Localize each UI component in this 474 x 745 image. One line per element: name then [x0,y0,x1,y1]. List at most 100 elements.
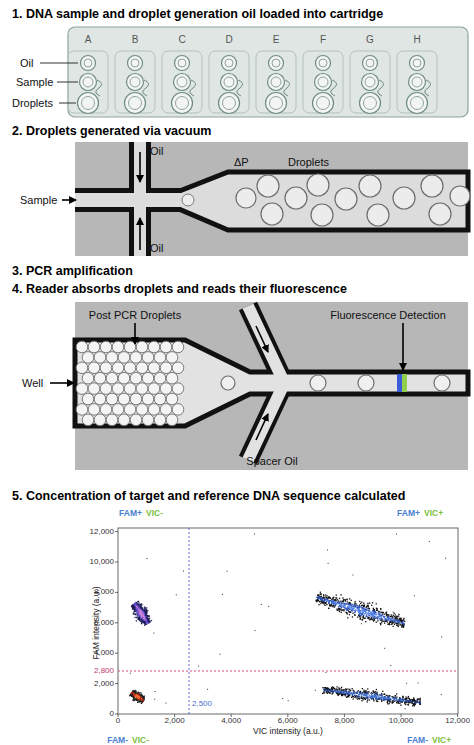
well-inner [318,77,328,87]
droplet-dot [398,620,399,621]
droplet-dot [403,627,404,628]
droplet-dot [138,607,139,608]
droplet-dot [136,608,137,609]
droplet-dot [396,623,397,624]
droplet-dot [338,606,339,607]
droplet-dot [369,602,370,603]
droplet-dot [383,700,384,701]
droplet-dot [379,615,380,616]
droplet-dot [140,605,141,606]
droplet-dot [413,697,414,698]
droplet-dot [326,692,327,693]
droplet-dot [347,601,348,602]
droplet [118,393,130,405]
droplet-dot [131,605,132,606]
droplet-dot [133,604,134,605]
droplet-dot [363,608,364,609]
droplet-dot [397,702,398,703]
droplet-dot [331,693,332,694]
droplet-dot [138,618,139,619]
droplet-dot [400,619,401,620]
well-inner [271,77,281,87]
droplet-dot [144,619,145,620]
droplet-dot [360,610,361,611]
droplet-dot [139,616,140,617]
droplet-dot [420,703,421,704]
droplet-dot [345,600,346,601]
droplet-dot [135,695,136,696]
droplet-dot [140,606,141,607]
droplet-dot [322,597,323,598]
droplet-dot [320,594,321,595]
droplet-dot [137,702,138,703]
droplet-dot [329,605,330,606]
droplet-dot [325,596,326,597]
droplet-dot [147,620,148,621]
droplet-dot [398,702,399,703]
droplet-dot [357,696,358,697]
droplet-dot [140,696,141,697]
droplet-dot [141,698,142,699]
droplet-dot [328,689,329,690]
droplet-dot [143,621,144,622]
droplet-dot [133,690,134,691]
droplet-dot [141,613,142,614]
droplet-dot [141,612,142,613]
droplet-dot [141,609,142,610]
droplet-dot [143,616,144,617]
droplet-dot [145,623,146,624]
droplet [154,414,166,426]
droplet-dot [140,694,141,695]
droplet-dot [359,601,360,602]
droplet-dot [351,600,352,601]
droplet [148,341,160,353]
droplet-dot [390,699,391,700]
droplet-dot [142,617,143,618]
droplet-dot [142,698,143,699]
droplet-dot [351,693,352,694]
droplet-dot [417,701,418,702]
droplet-dot [398,616,399,617]
microchannel [237,80,243,96]
droplet-dot [380,620,381,621]
droplet-dot [397,700,398,701]
droplet-dot [337,599,338,600]
droplet-dot [144,607,145,608]
droplet-dot [344,603,345,604]
droplet-dot [142,609,143,610]
droplet-dot [141,618,142,619]
droplet-dot [360,693,361,694]
droplet-dot [398,614,399,615]
droplet-dot [136,697,137,698]
droplet-dot [368,608,369,609]
droplet-dot [363,606,364,607]
droplet-dot [344,606,345,607]
droplet-dot [387,617,388,618]
droplet-dot [133,695,134,696]
droplet-dot [142,619,143,620]
droplet-dot [402,622,403,623]
oil-well [363,56,378,71]
droplet-dot [136,605,137,606]
droplet-dot [382,619,383,620]
droplet-dot [376,701,377,702]
droplet-dot [324,599,325,600]
droplet-dot [133,693,134,694]
droplet-dot [405,698,406,699]
droplet-dot [401,625,402,626]
droplet-dot [366,616,367,617]
droplet-dot [390,619,391,620]
droplet-dot [397,625,398,626]
well-inner [270,97,283,110]
droplet-dot [351,607,352,608]
droplet-dot [336,603,337,604]
droplet-dot [319,601,320,602]
droplet-dot [329,600,330,601]
droplet-dot [137,699,138,700]
droplet-dot [371,612,372,613]
droplet [124,404,136,416]
droplet-dot [359,607,360,608]
droplet-dot [329,598,330,599]
droplet-dot [134,608,135,609]
